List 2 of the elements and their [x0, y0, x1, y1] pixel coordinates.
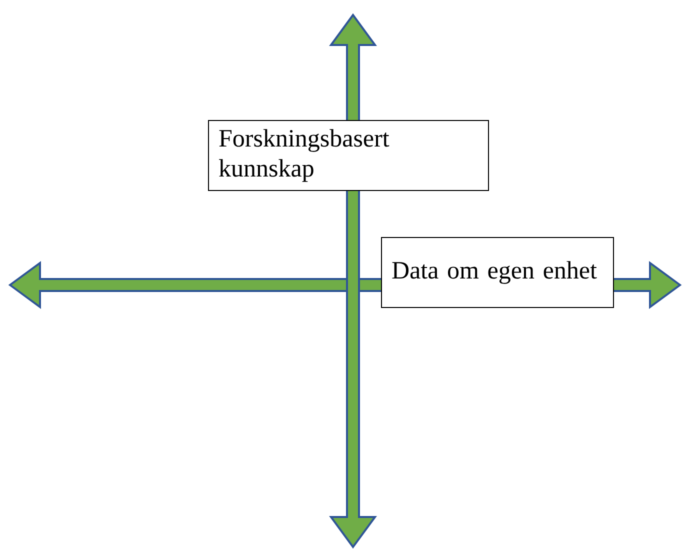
text-box: Data om egen enhet — [381, 237, 614, 308]
text-box: Forskningsbasert kunnskap — [208, 120, 489, 191]
